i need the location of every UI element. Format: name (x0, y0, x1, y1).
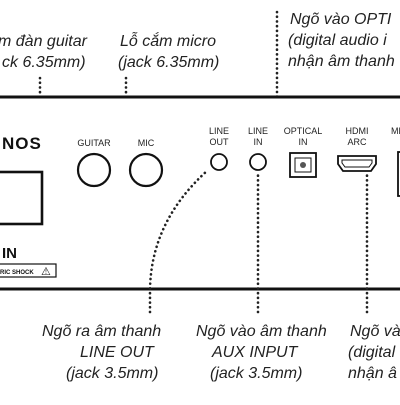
label-line-in-2: IN (254, 137, 263, 147)
callout-optical-line3: nhận âm thanh (288, 53, 395, 70)
callout-guitar-line2: ck 6.35mm) (2, 54, 86, 71)
jack-guitar[interactable] (76, 152, 112, 188)
label-optical-1: OPTICAL (284, 126, 323, 136)
port-mp[interactable] (397, 151, 400, 197)
callout-micro-line1: Lỗ cắm micro (120, 31, 216, 50)
label-hdmi-1: HDMI (346, 126, 369, 136)
power-in-label: IN (2, 245, 17, 262)
label-hdmi-2: ARC (347, 137, 367, 147)
label-line-out-2: OUT (210, 137, 230, 147)
port-hdmi-inner (341, 159, 373, 168)
callout-aux-input-line3: (jack 3.5mm) (210, 365, 302, 382)
callout-line-out-line3: (jack 3.5mm) (66, 365, 158, 382)
label-optical-2: IN (299, 137, 308, 147)
callout-aux-input-line1: Ngõ vào âm thanh (196, 323, 327, 340)
panel-body (0, 95, 400, 291)
callout-aux-input: Ngõ vào âm thanh AUX INPUT (jack 3.5mm) (196, 323, 327, 382)
label-line-in-1: LINE (248, 126, 268, 136)
port-hdmi[interactable] (337, 155, 377, 172)
label-mic: MIC (138, 138, 155, 148)
warning-icon: ⚠ (41, 266, 51, 278)
callout-optical-line2: (digital audio i (288, 32, 387, 49)
callout-line-out-line2: LINE OUT (80, 344, 155, 361)
label-guitar: GUITAR (77, 138, 111, 148)
callout-aux-input-line2: AUX INPUT (211, 344, 299, 361)
jack-mic[interactable] (128, 152, 164, 188)
callout-guitar-line1: m đàn guitar (0, 33, 88, 50)
warning-text: RIC SHOCK (0, 270, 34, 276)
warning-strip (0, 263, 57, 278)
label-line-out-1: LINE (209, 126, 229, 136)
brand-logo: NOS (2, 134, 42, 153)
port-optical-center (300, 162, 306, 168)
callout-hdmi: Ngõ và (digital nhận â (348, 323, 400, 382)
callout-line-out-line1: Ngõ ra âm thanh (42, 323, 161, 340)
callout-micro: Lỗ cắm micro (jack 6.35mm) (118, 31, 219, 71)
label-mp: MP (391, 126, 400, 136)
callout-hdmi-line3: nhận â (348, 365, 397, 382)
jack-line-in[interactable] (249, 153, 267, 171)
display-window (0, 170, 44, 226)
callout-hdmi-line2: (digital (348, 344, 396, 361)
callout-micro-line2: (jack 6.35mm) (118, 54, 219, 71)
callout-line-out: Ngõ ra âm thanh LINE OUT (jack 3.5mm) (42, 323, 161, 382)
callout-optical-line1: Ngõ vào OPTI (290, 11, 392, 28)
leader-lines-bottom (148, 168, 369, 314)
jack-line-out[interactable] (210, 153, 228, 171)
callout-guitar: m đàn guitar ck 6.35mm) (0, 33, 88, 71)
leader-line-out (148, 168, 210, 314)
callout-hdmi-line1: Ngõ và (350, 323, 400, 340)
callout-optical: Ngõ vào OPTI (digital audio i nhận âm th… (288, 11, 395, 70)
